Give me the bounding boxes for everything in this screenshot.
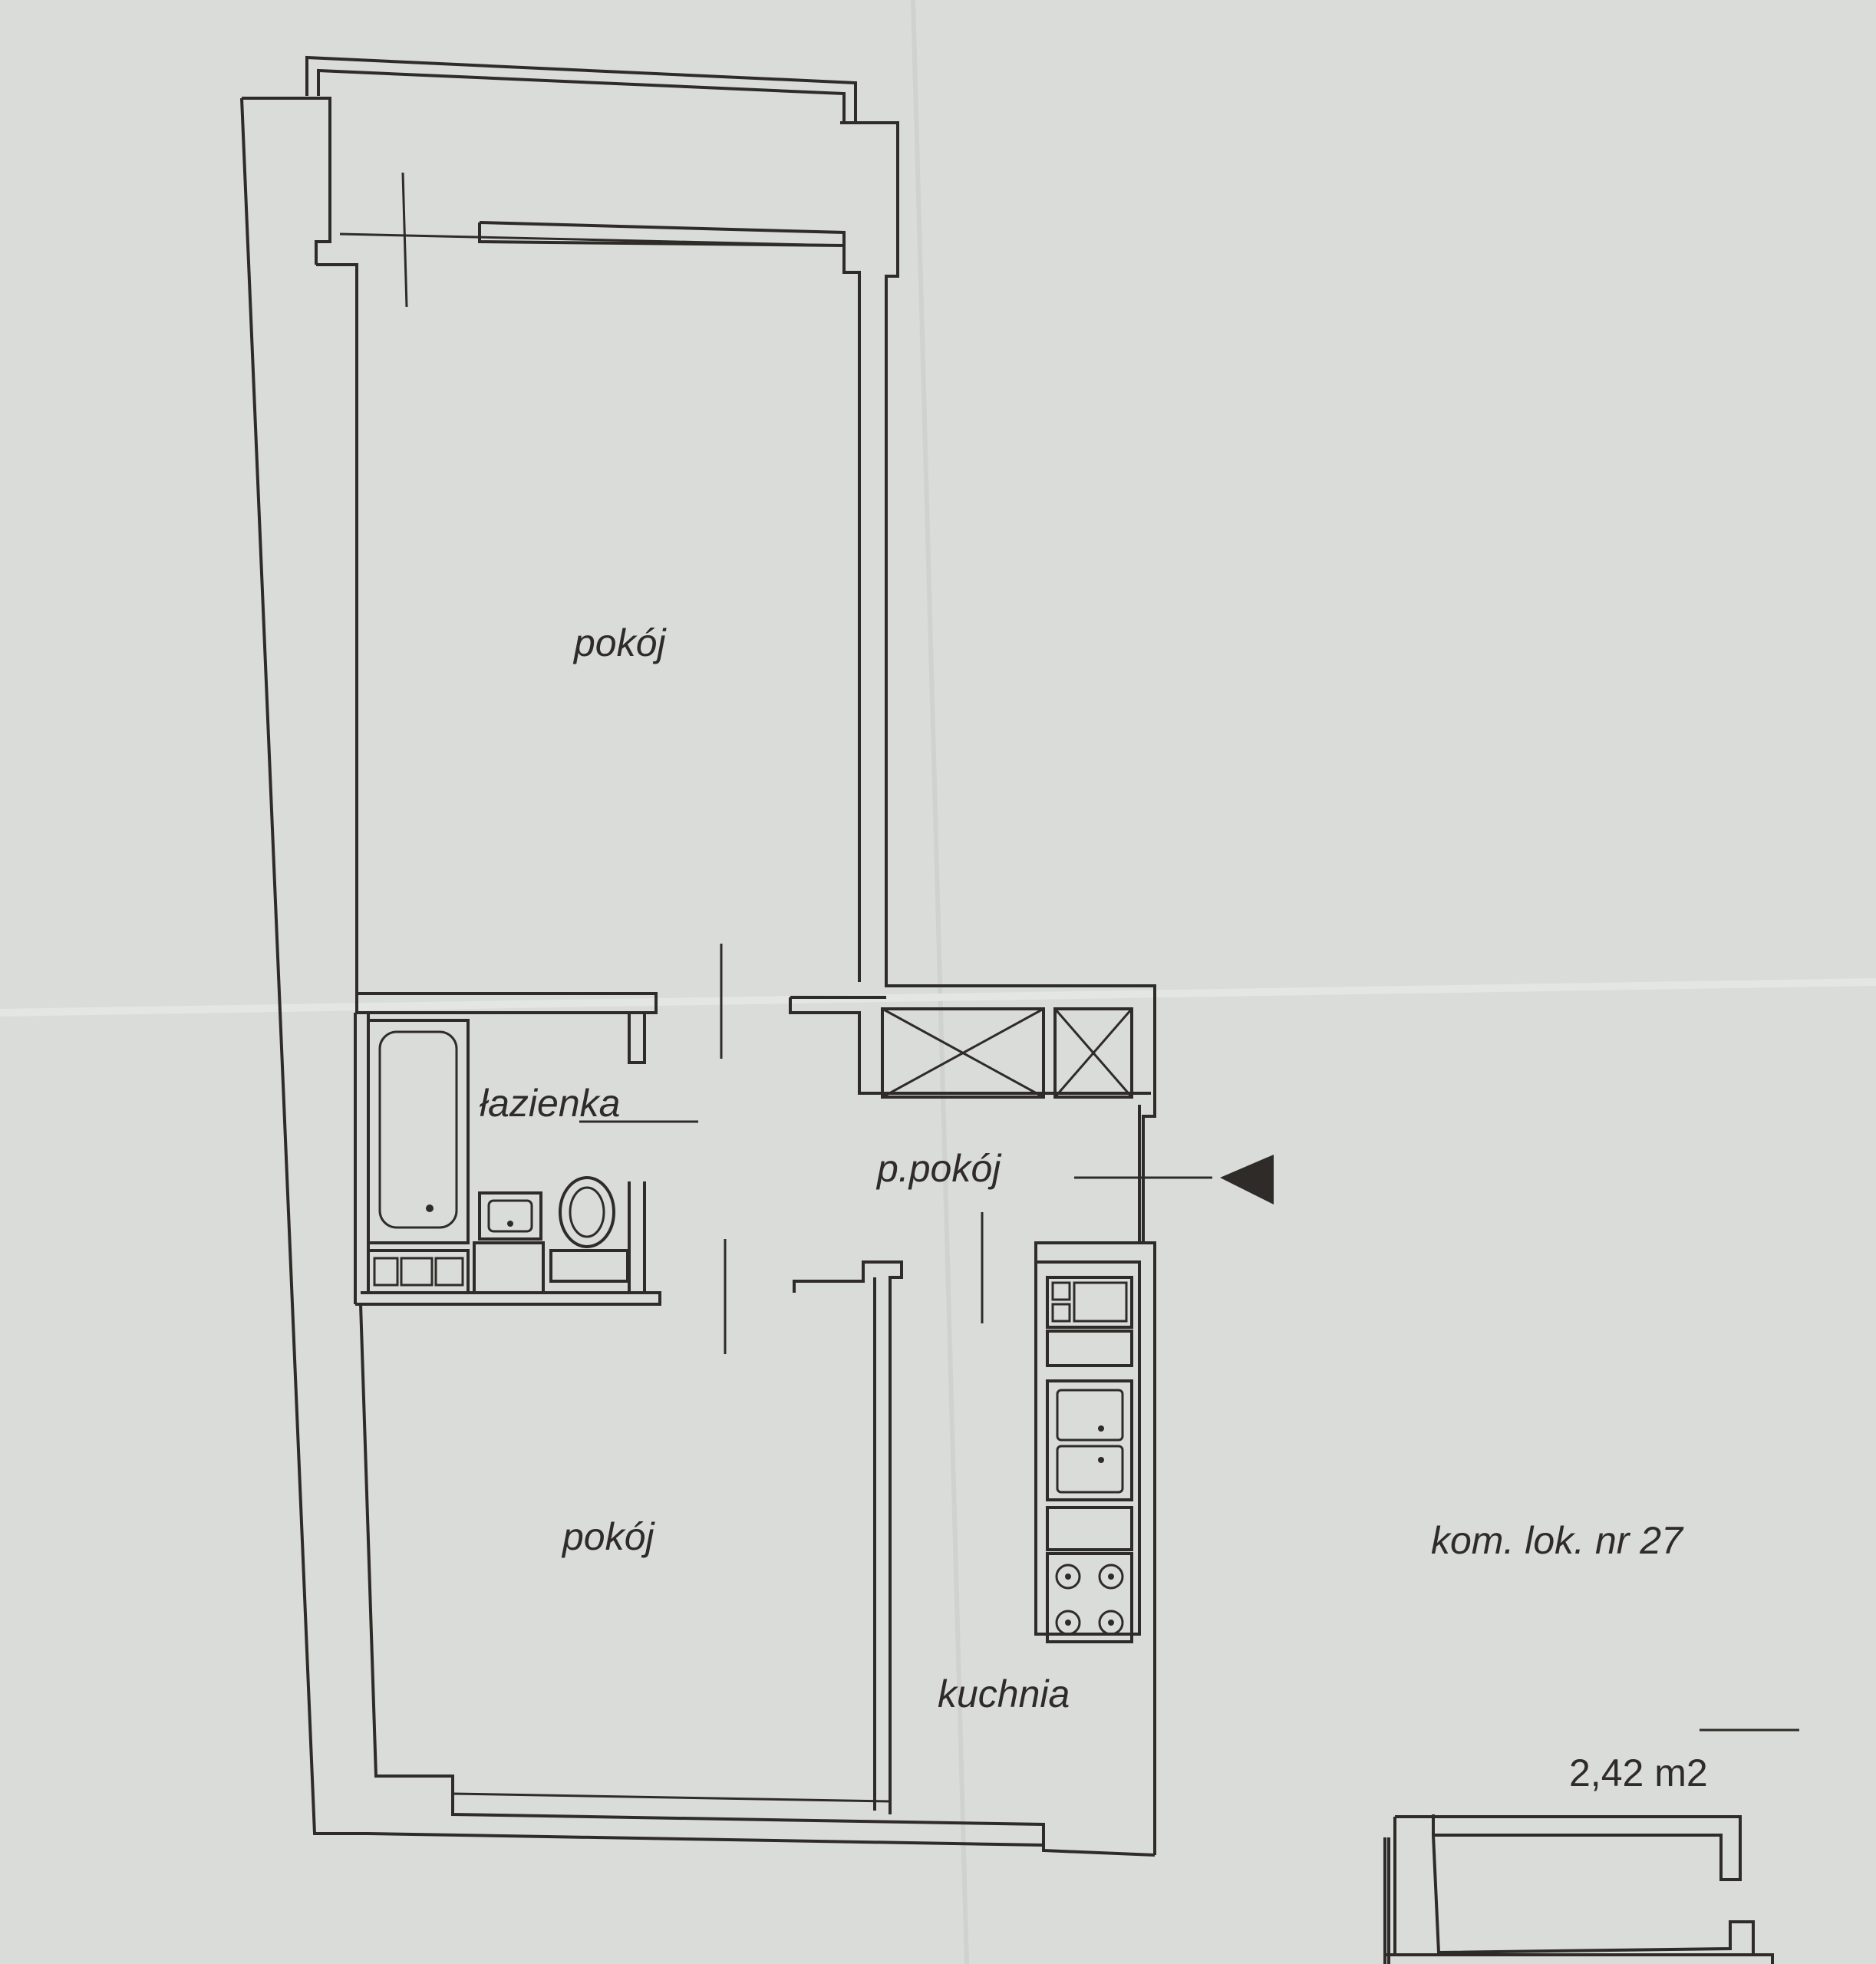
bath-cabinets: [367, 1241, 545, 1294]
kitchen-fixtures: [1034, 1260, 1141, 1643]
fridge-icon: [1046, 1276, 1133, 1329]
storage-area: 2,42 m2: [1569, 1751, 1708, 1794]
bathroom-fixtures: [367, 1019, 629, 1294]
outer-walls: [240, 97, 1156, 1857]
room-label-bedroom: pokój: [561, 1515, 655, 1558]
room-label-hallway: p.pokój: [875, 1147, 1002, 1190]
room-label-kitchen: kuchnia: [938, 1672, 1070, 1715]
bathtub-icon: [367, 1019, 470, 1244]
storage-title: kom. lok. nr 27: [1431, 1519, 1684, 1562]
toilet-icon: [549, 1176, 629, 1283]
sink-icon: [1046, 1379, 1133, 1501]
room-label-bathroom: łazienka: [480, 1082, 620, 1125]
entrance-arrow-icon: [1074, 1155, 1274, 1204]
washbasin-icon: [478, 1191, 542, 1241]
stove-icon: [1046, 1552, 1133, 1643]
storage-room: [1383, 1728, 1799, 1964]
ventilation-shafts: [881, 1007, 1133, 1099]
room-label-living: pokój: [572, 621, 667, 664]
